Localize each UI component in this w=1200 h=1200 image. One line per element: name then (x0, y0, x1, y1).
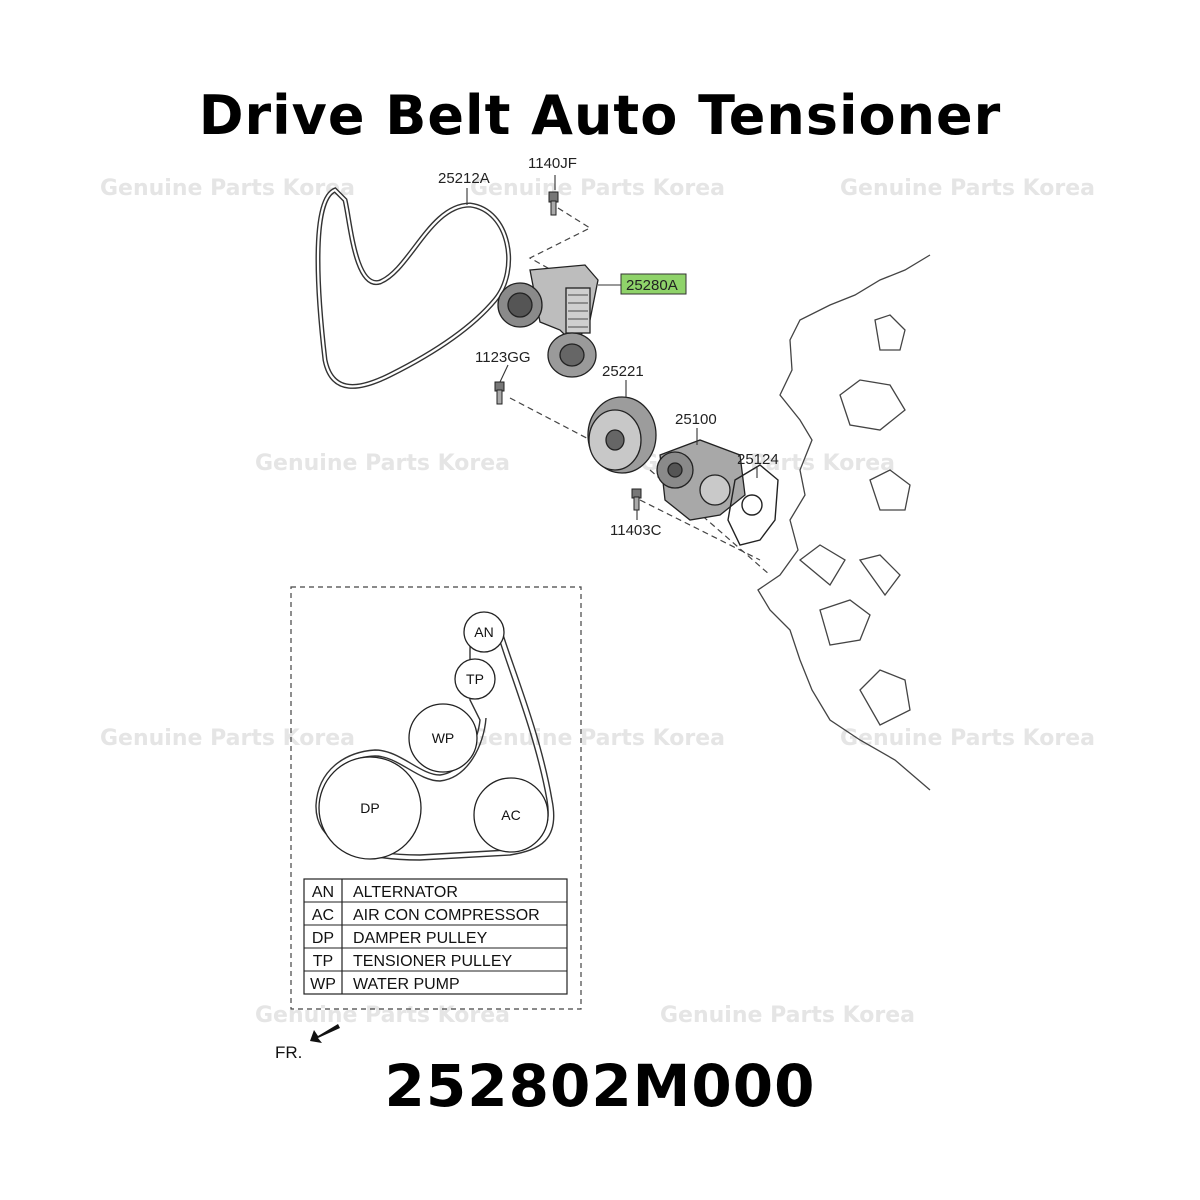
watermark-text: Genuine Parts Korea (840, 176, 1095, 201)
legend-name: ALTERNATOR (353, 884, 458, 901)
legend-name: TENSIONER PULLEY (353, 953, 512, 970)
watermark-text: Genuine Parts Korea (470, 726, 725, 751)
front-label: FR. (275, 1043, 302, 1062)
diagram-title: Drive Belt Auto Tensioner (198, 84, 1002, 147)
watermark-text: Genuine Parts Korea (660, 1003, 915, 1028)
pulley-ac-label: AC (501, 807, 520, 823)
callout-tensioner: 25280A (626, 277, 678, 294)
legend-row: WP WATER PUMP (310, 976, 460, 993)
callout-belt: 25212A (438, 170, 490, 187)
legend-code: TP (313, 953, 333, 970)
bolt-11403c-icon (631, 488, 642, 511)
highlight-box (620, 273, 687, 295)
legend-name: WATER PUMP (353, 976, 460, 993)
callout-bolt-top: 1140JF (528, 155, 577, 172)
pulley-wp-label: WP (432, 730, 455, 746)
tensioner-assembly (497, 264, 599, 378)
watermark-text: Genuine Parts Korea (100, 726, 355, 751)
callout-bolt-low: 11403C (610, 522, 662, 539)
assembly-lines (509, 207, 771, 576)
legend-row: AN ALTERNATOR (312, 884, 458, 901)
watermark-text: Genuine Parts Korea (255, 451, 510, 476)
legend-name: DAMPER PULLEY (353, 930, 488, 947)
water-pump (656, 439, 746, 521)
legend-code: DP (312, 930, 334, 947)
watermark-text: Genuine Parts Korea (255, 1003, 510, 1028)
bolt-1140jf-icon (548, 191, 559, 216)
bolt-1123gg-icon (494, 381, 505, 405)
pulley-dp: DP (318, 756, 422, 860)
drive-belt (315, 187, 512, 389)
legend-row: DP DAMPER PULLEY (312, 930, 488, 947)
callout-gasket: 25124 (737, 451, 779, 468)
watermarks: Genuine Parts Korea Genuine Parts Korea … (100, 176, 1095, 1028)
pulley-dp-label: DP (360, 800, 379, 816)
watermark-text: Genuine Parts Korea (840, 726, 1095, 751)
callout-leaders (466, 175, 758, 520)
callout-labels: 25212A 1140JF 25280A 1123GG 25221 25100 … (438, 155, 779, 539)
watermark-text: Genuine Parts Korea (100, 176, 355, 201)
legend-table: AN ALTERNATOR AC AIR CON COMPRESSOR DP D… (303, 878, 568, 995)
engine-block-outline (757, 254, 931, 791)
gasket (727, 464, 779, 546)
callout-water-pump: 25100 (675, 411, 717, 428)
pulley-wp: WP (408, 703, 478, 773)
watermark-text: Genuine Parts Korea (470, 176, 725, 201)
legend-code: WP (310, 976, 336, 993)
pulley-tp: TP (454, 658, 496, 700)
idler-pulley (587, 396, 657, 474)
legend-name: AIR CON COMPRESSOR (353, 907, 540, 924)
legend-row: AC AIR CON COMPRESSOR (312, 907, 540, 924)
legend-row: TP TENSIONER PULLEY (313, 953, 513, 970)
pulley-ac: AC (473, 777, 549, 853)
callout-pulley: 25221 (602, 363, 644, 380)
front-direction: FR. (275, 1024, 340, 1062)
pulley-tp-label: TP (466, 671, 484, 687)
callout-bolt-mid: 1123GG (475, 349, 531, 366)
part-number: 252802M000 (384, 1052, 816, 1120)
legend-code: AC (312, 907, 334, 924)
pulley-an-label: AN (474, 624, 493, 640)
pulley-an: AN (463, 611, 505, 653)
legend-code: AN (312, 884, 334, 901)
belt-routing-frame (290, 586, 582, 1010)
front-arrow-icon (310, 1024, 340, 1043)
